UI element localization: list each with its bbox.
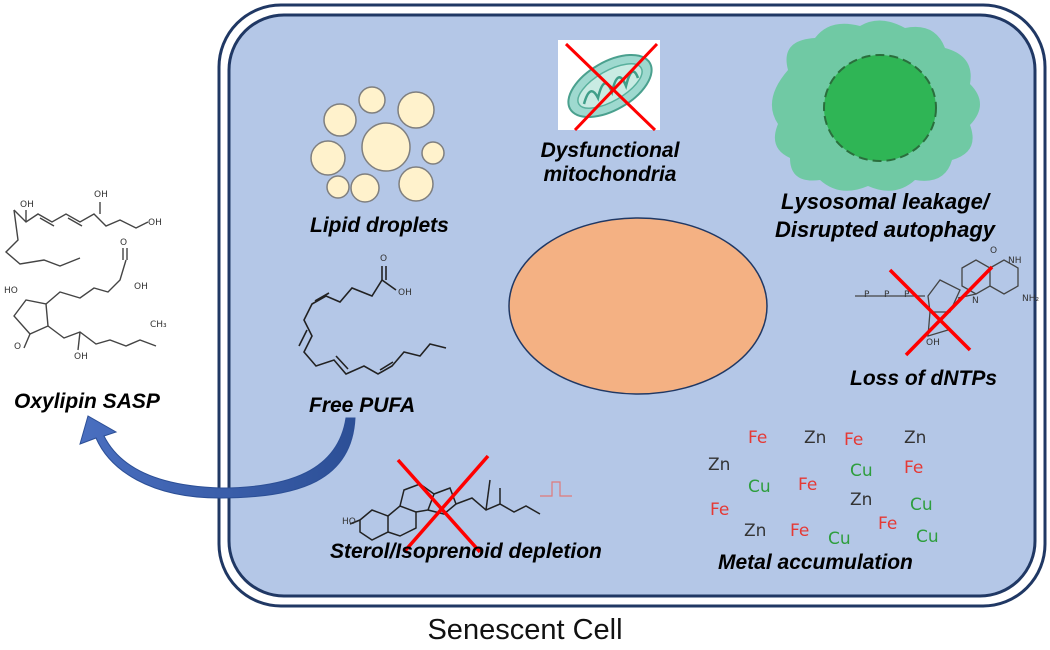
sterol-cross — [396, 454, 490, 554]
metal-ion: Fe — [790, 521, 810, 541]
oxy2-ch3: CH₃ — [150, 320, 167, 330]
dysfunctional-mitochondria-line2: mitochondria — [543, 163, 677, 186]
oxy1-oh-right: OH — [148, 218, 162, 228]
pufa-o: O — [380, 254, 388, 264]
oxy2-oh-top: OH — [134, 282, 148, 292]
metal-ion: Cu — [828, 529, 851, 549]
pufa-oh: OH — [398, 288, 412, 298]
sterol-isoprenoid-label: Sterol/Isoprenoid depletion — [330, 540, 602, 563]
nucleus — [508, 217, 768, 395]
lysosomal-line1: Lysosomal leakage/ — [781, 189, 989, 214]
dysfunctional-mitochondria-line1: Dysfunctional — [540, 139, 680, 162]
metal-ion: Fe — [844, 430, 864, 450]
metal-ion: Cu — [916, 527, 939, 547]
metal-ion: Zn — [708, 455, 731, 475]
phosphate-tail — [540, 481, 572, 497]
pufa-structure — [298, 266, 447, 375]
oxylipin-structure-2 — [13, 248, 157, 351]
metal-ion: Zn — [804, 428, 827, 448]
metal-ion: Fe — [878, 514, 898, 534]
mitochondria-cross — [564, 42, 659, 132]
metal-ion: Zn — [904, 428, 927, 448]
oxy1-oh-left: OH — [20, 200, 34, 210]
dntp-cross — [888, 265, 994, 357]
lysosomal-label: Lysosomal leakage/ Disrupted autophagy — [765, 188, 1005, 244]
dntp-o: O — [990, 246, 998, 256]
oxylipin-sasp-label: Oxylipin SASP — [14, 390, 160, 413]
oxy2-o-top: O — [120, 238, 128, 248]
cell-title: Senescent Cell — [427, 614, 623, 646]
metal-ion: Fe — [904, 458, 924, 478]
free-pufa-label: Free PUFA — [309, 394, 416, 417]
metal-ion: Fe — [710, 500, 730, 520]
oxy1-oh-mid: OH — [94, 190, 108, 200]
dysfunctional-mitochondria-label: Dysfunctional mitochondria — [530, 139, 690, 187]
dntp-nh2: NH₂ — [1022, 294, 1040, 304]
sasp-arrow — [79, 415, 356, 499]
metal-ion: Zn — [850, 490, 873, 510]
metal-ion: Cu — [910, 495, 933, 515]
oxy2-o-ring: O — [14, 342, 22, 352]
metal-ion: Fe — [748, 428, 768, 448]
metal-ion: Zn — [744, 521, 767, 541]
dntp-nh: NH — [1008, 256, 1022, 266]
metal-ion: Cu — [850, 461, 873, 481]
metal-ion: Fe — [798, 475, 818, 495]
dntp-p1: P — [864, 290, 870, 300]
metal-ion: Cu — [748, 477, 771, 497]
lipid-droplets-label: Lipid droplets — [310, 214, 449, 237]
oxy2-ho: HO — [4, 286, 18, 296]
lysosome — [771, 20, 980, 191]
oxylipin-structure-1 — [4, 202, 149, 267]
sterol-ho: HO — [342, 517, 356, 527]
metal-accumulation-label: Metal accumulation — [718, 551, 913, 574]
oxy2-oh-bottom: OH — [74, 352, 88, 362]
dntp-oh-bottom: OH — [926, 338, 940, 348]
dntp-p2: P — [884, 290, 890, 300]
loss-of-dntps-label: Loss of dNTPs — [850, 367, 998, 390]
lysosomal-line2: Disrupted autophagy — [774, 217, 995, 242]
dntp-p3: P — [904, 290, 910, 300]
lipid-droplets — [310, 86, 445, 203]
dntp-n: N — [972, 296, 979, 306]
